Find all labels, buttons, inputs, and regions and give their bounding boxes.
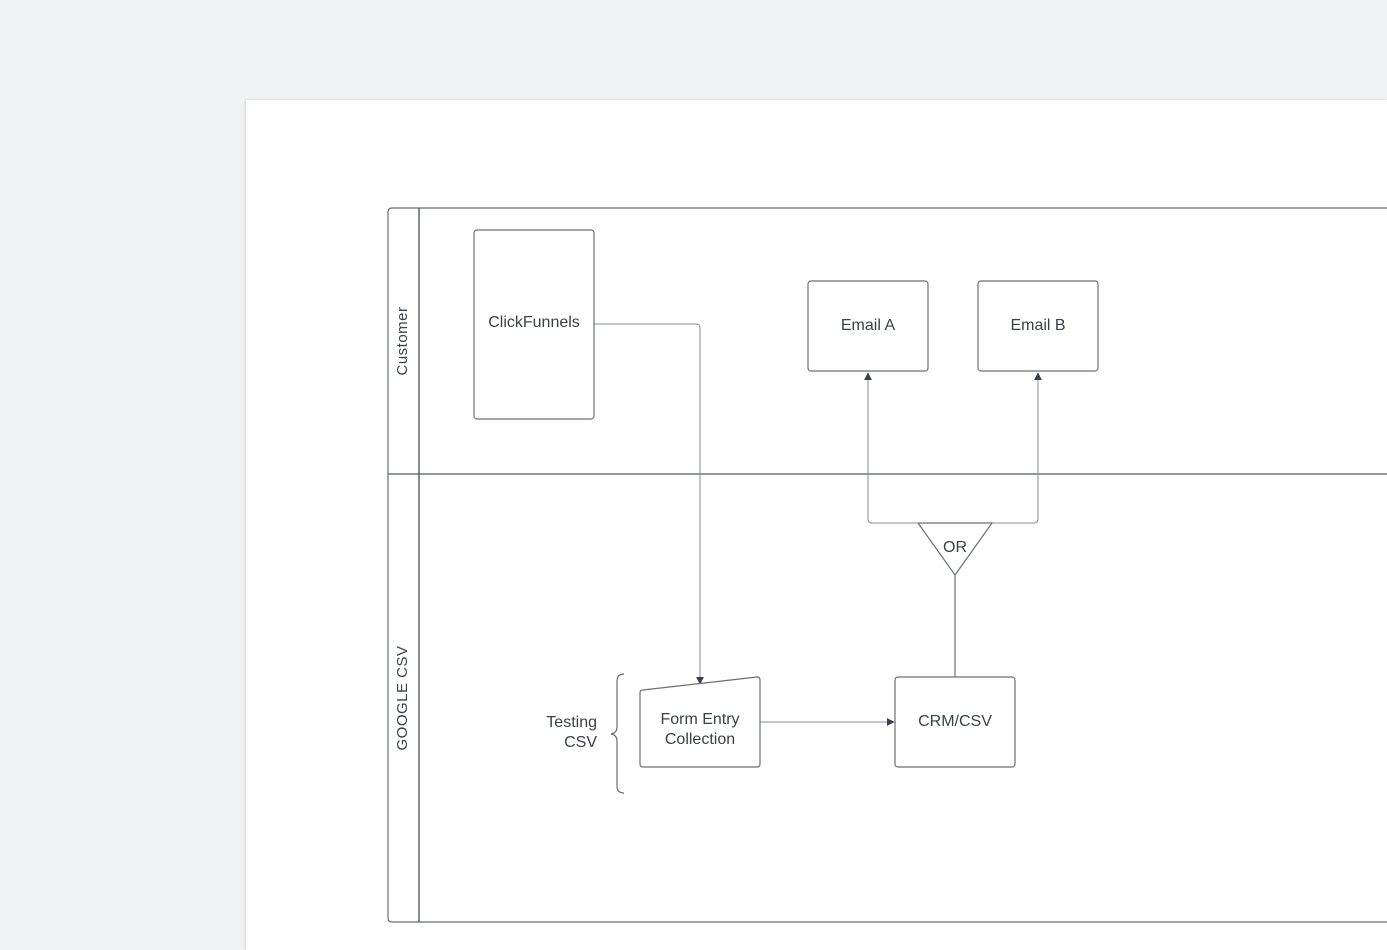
crm-csv-label: CRM/CSV <box>918 713 992 730</box>
crm-csv-box <box>894 676 1016 768</box>
form-entry-label-line2: Collection <box>665 731 735 748</box>
lane-customer[interactable]: Customer <box>394 306 411 375</box>
swimlane-pool[interactable]: Customer GOOGLE CSV <box>387 207 1387 923</box>
clickfunnels-label: ClickFunnels <box>488 314 580 331</box>
lane-label-customer: Customer <box>394 306 411 375</box>
curly-brace <box>610 673 625 794</box>
form-entry-shape[interactable]: Form Entry Collection <box>639 676 761 768</box>
lane-google-csv[interactable]: GOOGLE CSV <box>394 645 411 750</box>
email-b-box <box>977 280 1099 372</box>
pool-border <box>387 207 1387 923</box>
or-gate-shape[interactable]: OR <box>917 522 993 576</box>
or-gate-label: OR <box>943 539 967 556</box>
testing-csv-label-line1: Testing <box>546 714 597 731</box>
email-b-shape[interactable]: Email B <box>977 280 1099 372</box>
email-a-box <box>807 280 929 372</box>
connector-or-to-email-a[interactable] <box>864 372 918 524</box>
email-b-label: Email B <box>1010 317 1065 334</box>
form-entry-label-line1: Form Entry <box>660 711 739 728</box>
connectors <box>594 323 1042 726</box>
testing-csv-label-line2: CSV <box>564 734 597 751</box>
crm-csv-shape[interactable]: CRM/CSV <box>894 676 1016 768</box>
email-a-label: Email A <box>841 317 896 334</box>
lane-label-google-csv: GOOGLE CSV <box>394 645 411 750</box>
clickfunnels-shape[interactable]: ClickFunnels <box>473 229 595 420</box>
clickfunnels-box <box>473 229 595 420</box>
form-entry-box <box>639 676 761 768</box>
connector-clickfunnels-to-form-entry[interactable] <box>594 323 704 685</box>
connector-or-to-email-b[interactable] <box>992 372 1042 524</box>
page-sheet <box>246 100 1387 950</box>
testing-csv-annotation[interactable]: Testing CSV <box>546 673 625 794</box>
or-gate-triangle <box>917 522 993 576</box>
email-a-shape[interactable]: Email A <box>807 280 929 372</box>
